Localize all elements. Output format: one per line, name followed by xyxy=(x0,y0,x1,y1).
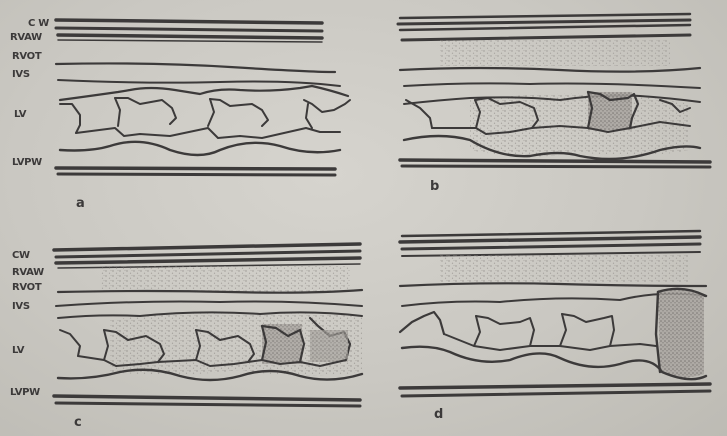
label-lvpw-a: LVPW xyxy=(12,158,42,168)
label-lv-a: LV xyxy=(14,110,26,120)
label-rvaw-a: RVAW xyxy=(10,33,42,43)
label-lvpw-c: LVPW xyxy=(10,388,40,398)
label-lv-c: LV xyxy=(12,346,24,356)
label-rvaw-c: RVAW xyxy=(12,268,44,278)
panel-d-tracing xyxy=(400,231,710,396)
label-rvot-a: RVOT xyxy=(12,52,41,62)
panel-letter-d: d xyxy=(434,408,443,421)
panel-letter-c: c xyxy=(74,416,82,429)
label-rvot-c: RVOT xyxy=(12,283,41,293)
label-ivs-a: IVS xyxy=(12,70,30,80)
panel-a-tracing xyxy=(56,20,350,175)
panel-letter-b: b xyxy=(430,180,439,193)
panel-b-tracing xyxy=(398,14,710,167)
label-chest-wall-c: CW xyxy=(12,251,30,261)
label-chest-wall-a: C W xyxy=(28,19,49,29)
panel-letter-a: a xyxy=(76,197,85,210)
label-ivs-c: IVS xyxy=(12,302,30,312)
panel-c-tracing xyxy=(54,244,362,406)
